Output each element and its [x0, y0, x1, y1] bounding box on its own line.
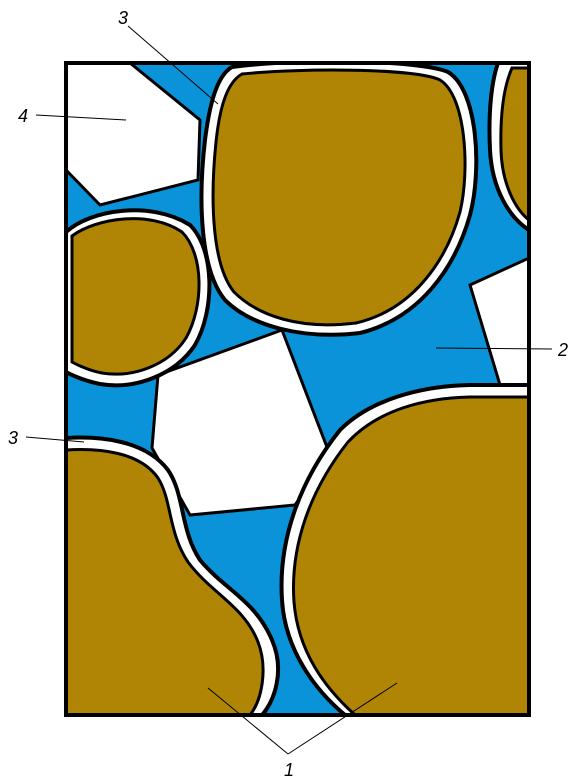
- callout-2: 2: [557, 340, 568, 360]
- callout-3-left: 3: [8, 428, 18, 448]
- callout-1: 1: [284, 760, 294, 778]
- callout-4: 4: [18, 106, 28, 126]
- callout-3-top: 3: [118, 8, 128, 28]
